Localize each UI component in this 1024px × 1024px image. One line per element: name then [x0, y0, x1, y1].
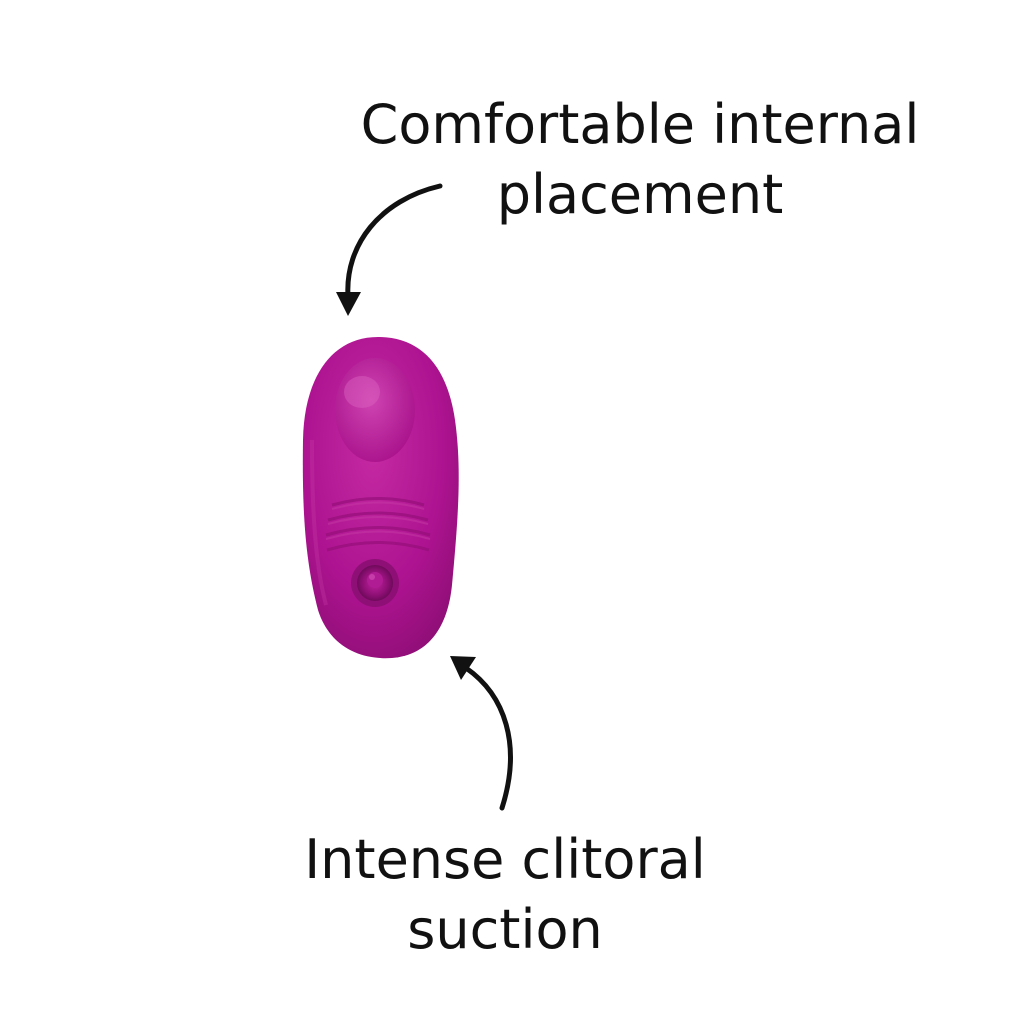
feature-label-line: suction: [407, 898, 603, 961]
feature-label-line: Intense clitoral: [304, 828, 706, 891]
curved-arrow-up-left-icon: [450, 656, 513, 811]
feature-label-line: placement: [496, 163, 784, 226]
feature-label-clitoral-suction: Intense clitoral suction: [255, 825, 755, 965]
feature-label-line: Comfortable internal: [360, 93, 920, 156]
curved-arrow-down-left-icon: [336, 183, 443, 316]
product-image: [302, 337, 459, 659]
feature-label-internal-placement: Comfortable internal placement: [340, 90, 940, 230]
